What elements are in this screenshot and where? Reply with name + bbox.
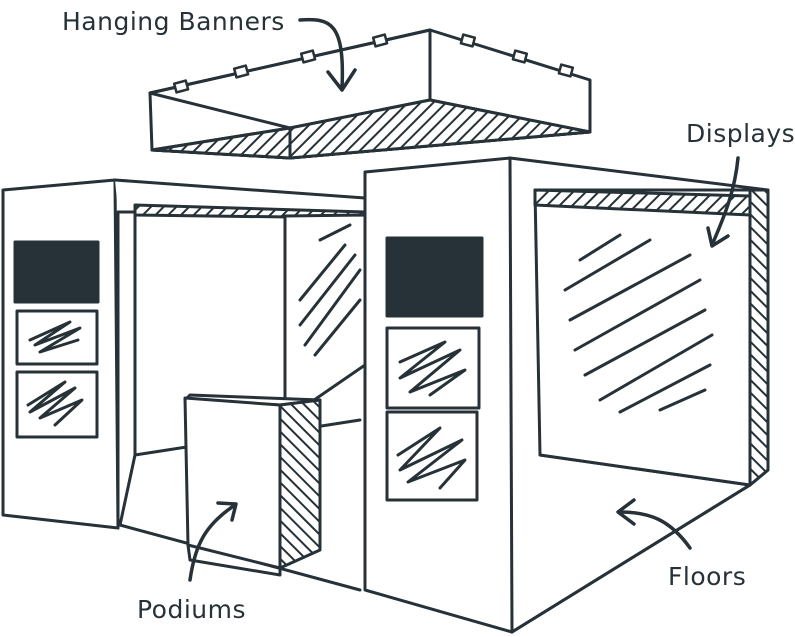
center-pillar — [363, 156, 514, 634]
center-display-frame-2 — [385, 410, 479, 502]
label-displays: Displays — [686, 119, 795, 148]
podium — [183, 393, 322, 577]
left-wall — [1, 178, 367, 530]
left-screen — [13, 240, 100, 304]
label-floors: Floors — [668, 562, 746, 591]
displays-arrow — [706, 156, 740, 248]
right-wall — [508, 156, 770, 634]
podiums-arrow — [188, 501, 238, 582]
center-screen — [385, 236, 484, 318]
center-display-frame-1 — [385, 326, 481, 410]
hanging-banners-arrow — [298, 17, 357, 92]
floors-arrow — [616, 498, 692, 550]
label-podiums: Podiums — [137, 595, 246, 624]
hanging-banner — [148, 28, 592, 160]
label-hanging-banners: Hanging Banners — [62, 7, 285, 36]
